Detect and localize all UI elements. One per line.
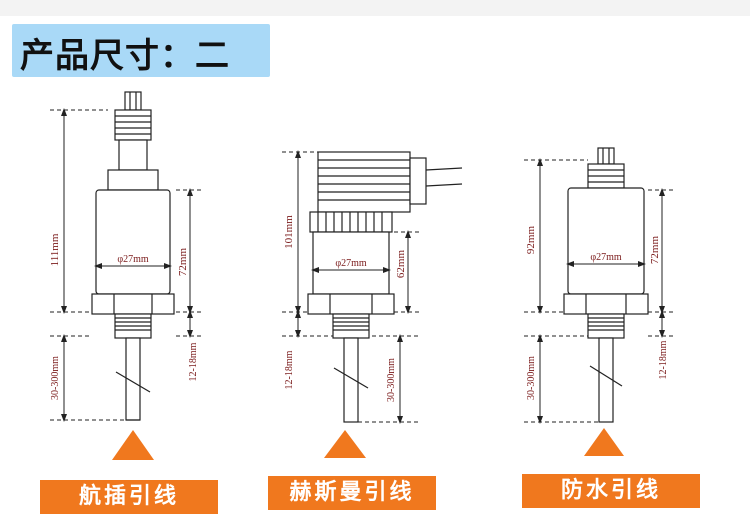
dim-body-label: 72mm [177,248,189,277]
dim-labels-aviation-plug: 111mm 72mm 12-18mm 30-300mm φ27mm [49,233,199,400]
dims-aviation-plug [50,108,202,422]
dim-diameter-label: φ27mm [335,258,367,269]
title-bar: 产品尺寸：二 [12,24,270,77]
dim-thread-label: 12-18mm [284,350,295,389]
variant-label-aviation-plug: 航插引线 [40,480,218,514]
sensor-waterproof-cable [563,147,649,423]
dim-diameter-label: φ27mm [117,254,149,265]
page-title: 产品尺寸：二 [20,36,230,76]
pointer-triangle [112,430,154,460]
dim-labels-waterproof-cable: 92mm 72mm 12-18mm 30-300mm φ27mm [525,226,669,400]
dim-labels-hirschmann-plug: 101mm 62mm 12-18mm 30-300mm φ27mm [283,215,407,402]
dim-diameter-label: φ27mm [590,252,622,263]
dim-probe-label: 30-300mm [50,356,61,400]
dim-body-label: 62mm [395,250,407,279]
variant-label-waterproof-cable: 防水引线 [522,474,700,508]
dim-thread-label: 12-18mm [188,342,199,381]
dim-total-label: 101mm [283,215,295,249]
dim-thread-label: 12-18mm [658,340,669,379]
dim-total-label: 111mm [49,233,61,266]
dim-probe-label: 30-300mm [386,358,397,402]
dims-hirschmann-plug [282,150,420,424]
dims-waterproof-cable [524,158,676,424]
variant-label-hirschmann-plug: 赫斯曼引线 [268,476,436,510]
sensor-hirschmann-plug [307,151,463,423]
dim-body-label: 72mm [649,236,661,265]
pointer-triangle [584,428,624,456]
dim-total-label: 92mm [525,226,537,255]
pointer-triangle [324,430,366,458]
dim-probe-label: 30-300mm [526,356,537,400]
top-band [0,0,750,16]
